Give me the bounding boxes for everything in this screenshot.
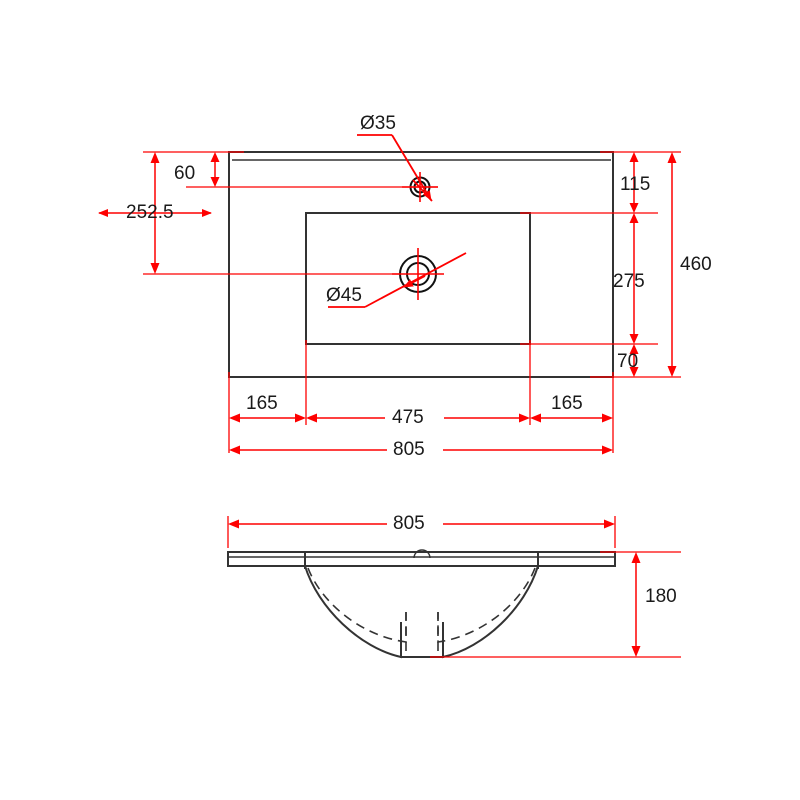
dimension-label-805-elevation: 805 [393,513,425,534]
tap-hole-leader-group [357,134,433,202]
dim-arrow-165-left-b [295,413,306,423]
dimension-165-left [229,413,306,423]
left-dimension-extension-lines [143,151,438,275]
dim-arrow-475-b [519,413,530,423]
dim-arrow-805-plan-b [602,445,613,455]
dimension-115 [629,152,639,213]
dimension-label-115: 115 [620,174,650,195]
tap-hole-leader-line [391,134,432,201]
dim-arrow-180-top [631,552,641,563]
drain-hole-diameter-label: Ø45 [326,285,362,306]
dim-arrow-805-plan-a [229,445,240,455]
dim-arrow-460-bottom [667,366,677,377]
dim-arrow-60-bottom [210,177,220,187]
dim-arrow-805-elev-a [228,519,239,529]
dimension-805-elevation [228,519,615,529]
elevation-height-extension-lines [430,551,681,658]
dim-arrow-165-left-a [229,413,240,423]
elevation-hidden-bowl-left [307,567,407,643]
dim-arrow-165-right-a [530,413,541,423]
dim-arrow-805-elev-b [604,519,615,529]
drain-hole-leader-arrow [403,275,426,288]
dimension-165-right [530,413,613,423]
dimension-label-252-5: 252.5 [126,202,174,223]
elevation-tap-hole-arc [413,549,431,559]
dimension-label-165-left: 165 [246,393,278,414]
top-view-geometry [228,151,614,378]
tap-hole-leader-tick [412,179,433,202]
dim-arrow-275-bottom [629,334,639,344]
dim-arrow-180-bottom [631,646,641,657]
dim-arrow-70-bottom [629,367,639,377]
drain-hole-leader-group [328,252,467,308]
dimension-label-180: 180 [645,586,677,607]
dimension-label-275: 275 [613,271,645,292]
dimension-label-460: 460 [680,254,712,275]
dim-arrow-60-top [210,152,220,162]
dimension-label-70: 70 [617,351,638,372]
dimension-252-5 [98,152,212,274]
dim-arrow-252-5-top [150,152,160,163]
plan-bottom-extension-lines [228,340,614,453]
dim-arrow-475-a [306,413,317,423]
elevation-width-extension-lines [227,516,616,548]
elevation-bowl-right-curve [442,564,540,659]
dimension-label-60: 60 [174,163,195,184]
dimension-label-165-right: 165 [551,393,583,414]
dimension-275 [629,213,639,344]
dimension-label-805-plan: 805 [393,439,425,460]
tap-hole-diameter-label: Ø35 [360,113,396,134]
dimension-460 [667,152,677,377]
dimension-70 [629,344,639,377]
front-elevation-geometry [227,549,616,659]
dim-arrow-252-5-bottom [150,263,160,274]
dim-arrow-115-bottom [629,203,639,213]
dim-arrow-165-right-b [602,413,613,423]
dim-arrow-275-top [629,213,639,223]
right-dimension-extension-lines [520,151,681,378]
dimension-60 [210,152,220,187]
elevation-rim-outline [227,551,616,567]
dimension-180 [631,552,641,657]
dim-arrow-70-top [629,344,639,354]
elevation-hidden-bowl-right [437,567,536,643]
dimension-805-plan [229,445,613,455]
dimension-475 [306,413,530,423]
elevation-bowl-left-curve [303,564,402,659]
dimension-label-475: 475 [392,407,424,428]
dim-arrow-115-top [629,152,639,162]
dim-arrow-460-top [667,152,677,163]
